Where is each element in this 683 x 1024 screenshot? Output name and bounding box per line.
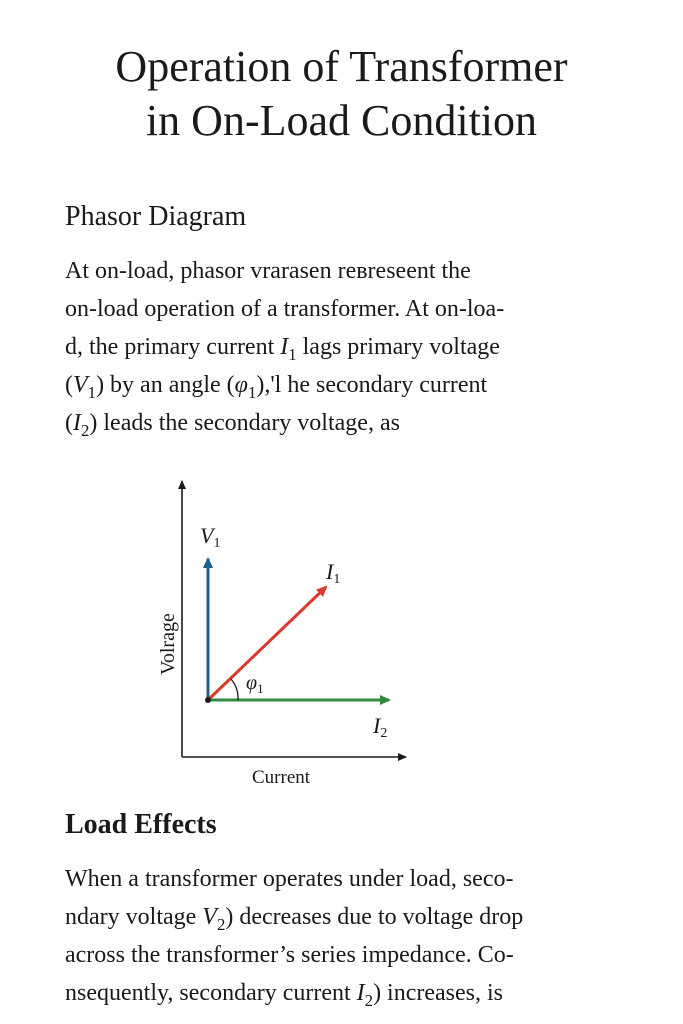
- title-line-1: Operation of Transformer: [115, 42, 568, 91]
- load-line-1: When a transformer operates under load, …: [65, 866, 514, 892]
- phi-angle-arc: [230, 678, 239, 701]
- phasor-paragraph: At on-load, phasor vrarasen reвreseent t…: [65, 252, 645, 442]
- phasor-diagram: V1 I1 I2 φ1 Volrage Current: [140, 475, 440, 795]
- phasor-line-1: At on-load, phasor vrarasen reвreseent t…: [65, 258, 471, 284]
- title-line-2: in On-Load Condition: [145, 96, 538, 145]
- load-paragraph: When a transformer operates under load, …: [65, 860, 645, 1012]
- i1-phasor-arrow: [206, 585, 328, 702]
- phasor-diagram-heading: Phasor Diagram: [65, 201, 247, 232]
- phasor-line-5: (I2) leads the secondary voltage, as: [65, 410, 400, 440]
- y-axis-label: Volrage: [157, 613, 179, 675]
- load-effects-heading: Load Effects: [65, 809, 217, 840]
- i1-label: I1: [325, 559, 340, 587]
- phasor-diagram-svg: V1 I1 I2 φ1 Volrage Current: [157, 480, 407, 788]
- phasor-line-2: on-load operation of a transformer. At o…: [65, 296, 505, 322]
- load-line-2: ndary voltage V2) decreases due to volta…: [65, 904, 524, 934]
- load-line-3: across the transformer’s series impedanc…: [65, 942, 514, 968]
- phi1-label: φ1: [246, 672, 264, 696]
- phasor-line-3: d, the primary current I1 lags primary v…: [65, 334, 500, 364]
- x-axis-label: Current: [252, 767, 311, 788]
- phasor-line-4: (V1) by an angle (φ1),'l he secondary cu…: [65, 372, 488, 402]
- i2-label: I2: [372, 713, 387, 741]
- v1-label: V1: [200, 523, 220, 551]
- load-line-4: nsequently, secondary current I2) increa…: [65, 980, 504, 1010]
- page-title: Operation of Transformer in On-Load Cond…: [0, 40, 683, 148]
- phasor-origin-dot: [205, 697, 211, 703]
